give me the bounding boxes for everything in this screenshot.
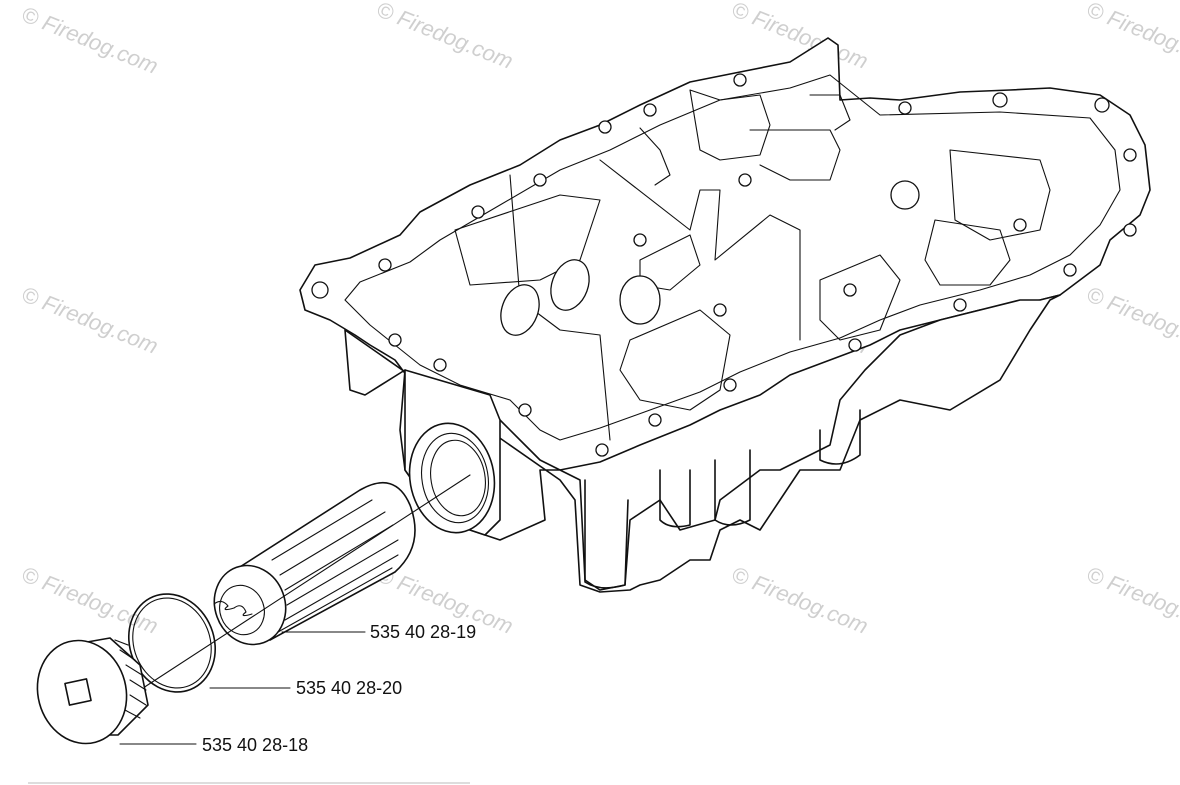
watermark: © Firedog.com [18,281,161,358]
watermark: © Firedog.com [1083,0,1180,74]
crankcase-housing [299,37,1151,593]
watermark: © Firedog.com [18,561,161,638]
watermark: © Firedog.com [1083,281,1180,358]
callout-oil-filter: 535 40 28-19 [370,622,476,642]
watermark: © Firedog.com [18,1,161,78]
callout-drain-plug: 535 40 28-18 [202,735,308,755]
oil-filter [139,474,471,691]
bolt-holes [311,73,1137,457]
callout-o-ring: 535 40 28-20 [296,678,402,698]
drain-plug [36,637,149,745]
watermark: © Firedog.com [728,561,871,638]
leader-lines [119,631,366,745]
watermark: © Firedog.com [1083,561,1180,638]
watermark: © Firedog.com [373,0,516,74]
